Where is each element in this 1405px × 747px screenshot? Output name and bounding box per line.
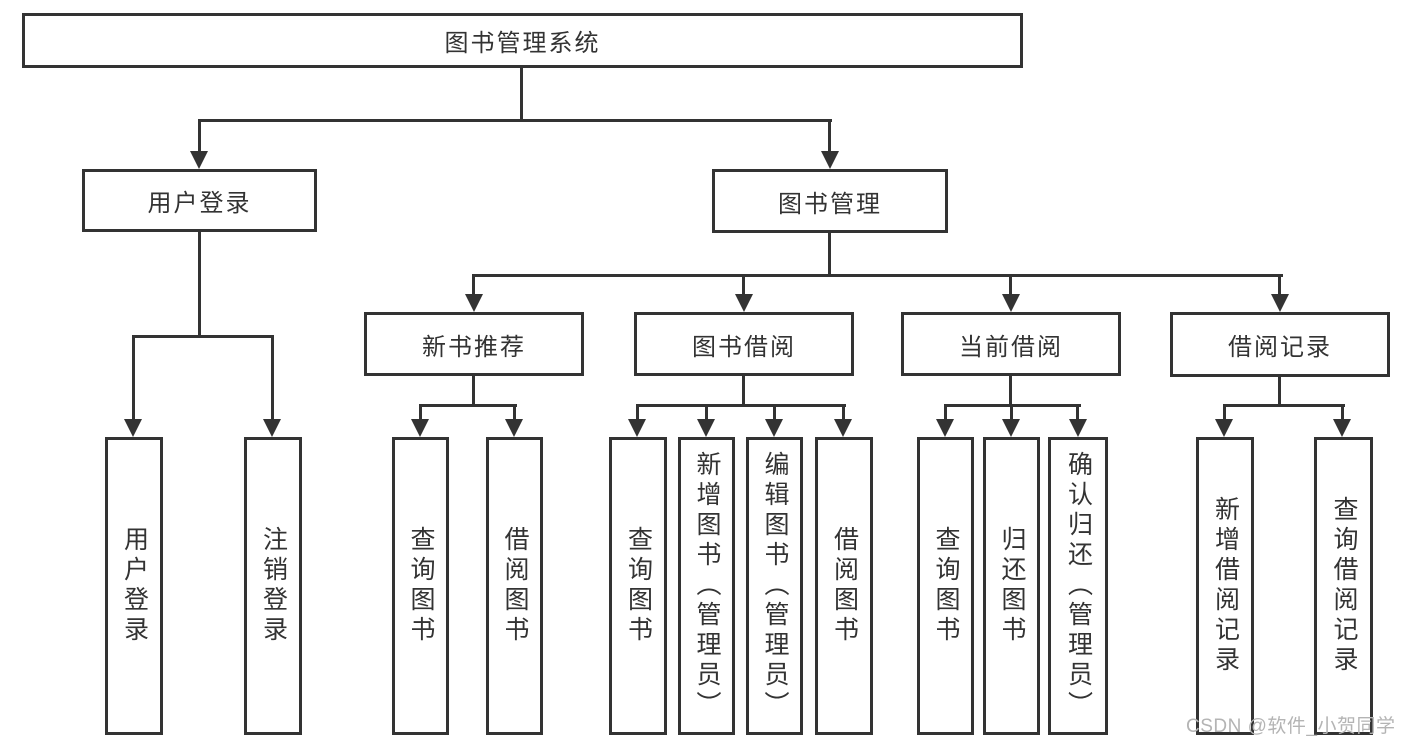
leaf-current-confirm-admin-label: 确认归还（管理员） [1064, 451, 1093, 721]
arrowhead [465, 294, 483, 312]
connector-vline [944, 404, 947, 421]
arrowhead [1333, 419, 1351, 437]
leaf-logout: 注销登录 [244, 437, 302, 735]
arrowhead [936, 419, 954, 437]
node-root: 图书管理系统 [22, 13, 1023, 68]
connector-hline [472, 274, 1283, 277]
connector-vline [842, 404, 845, 421]
connector-vline [742, 376, 745, 407]
leaf-borrow-borrow-label: 借阅图书 [830, 526, 859, 646]
leaf-borrow-borrow: 借阅图书 [815, 437, 873, 735]
connector-hline [198, 119, 832, 122]
connector-vline [1009, 376, 1012, 407]
arrowhead [697, 419, 715, 437]
connector-vline [513, 404, 516, 421]
arrowhead [124, 419, 142, 437]
csdn-watermark: CSDN @软件_小贺同学 [1186, 716, 1396, 737]
arrowhead [834, 419, 852, 437]
arrowhead [263, 419, 281, 437]
node-user-login-label: 用户登录 [147, 190, 252, 217]
connector-vline [1009, 274, 1012, 296]
leaf-current-query: 查询图书 [917, 437, 974, 735]
leaf-borrow-add-admin: 新增图书（管理员） [678, 437, 735, 735]
connector-vline [1278, 376, 1281, 407]
connector-vline [520, 68, 523, 121]
node-book-borrow-label: 图书借阅 [692, 333, 796, 361]
node-new-book-recommend-label: 新书推荐 [422, 333, 526, 361]
leaf-newbook-query-label: 查询图书 [407, 526, 435, 646]
arrowhead [735, 294, 753, 312]
arrowhead [1002, 419, 1020, 437]
connector-hline [1223, 404, 1345, 407]
leaf-borrow-add-admin-label: 新增图书（管理员） [693, 451, 721, 721]
connector-vline [705, 404, 708, 421]
connector-vline [828, 232, 831, 276]
connector-vline [1076, 404, 1079, 421]
arrowhead [821, 151, 839, 169]
connector-vline [132, 335, 135, 421]
connector-vline [271, 335, 274, 421]
leaf-borrow-query-label: 查询图书 [624, 526, 653, 646]
node-root-label: 图书管理系统 [444, 30, 601, 57]
node-borrow-record-label: 借阅记录 [1228, 334, 1332, 361]
connector-vline [472, 274, 475, 296]
node-user-login: 用户登录 [82, 169, 317, 232]
leaf-record-add: 新增借阅记录 [1196, 437, 1254, 735]
connector-vline [636, 404, 639, 421]
leaf-record-query: 查询借阅记录 [1314, 437, 1373, 735]
arrowhead [411, 419, 429, 437]
leaf-user-login: 用户登录 [105, 437, 163, 735]
leaf-user-login-label: 用户登录 [120, 526, 149, 646]
connector-vline [472, 376, 475, 407]
node-new-book-recommend: 新书推荐 [364, 312, 584, 376]
connector-vline [1278, 274, 1281, 296]
arrowhead [505, 419, 523, 437]
connector-hline [419, 404, 517, 407]
arrowhead [1002, 294, 1020, 312]
leaf-record-add-label: 新增借阅记录 [1211, 496, 1240, 676]
arrowhead [1069, 419, 1087, 437]
connector-vline [1223, 404, 1226, 421]
arrowhead [765, 419, 783, 437]
connector-vline [742, 274, 745, 296]
leaf-newbook-borrow-label: 借阅图书 [501, 526, 529, 646]
leaf-record-query-label: 查询借阅记录 [1330, 496, 1358, 676]
node-current-borrow: 当前借阅 [901, 312, 1121, 376]
leaf-newbook-query: 查询图书 [392, 437, 449, 735]
node-book-borrow: 图书借阅 [634, 312, 854, 376]
connector-vline [773, 404, 776, 421]
node-book-management-label: 图书管理 [778, 190, 882, 218]
connector-hline [132, 335, 274, 338]
leaf-borrow-edit-admin-label: 编辑图书（管理员） [761, 451, 789, 721]
leaf-borrow-edit-admin: 编辑图书（管理员） [746, 437, 803, 735]
node-borrow-record: 借阅记录 [1170, 312, 1390, 377]
leaf-newbook-borrow: 借阅图书 [486, 437, 543, 735]
leaf-current-return: 归还图书 [983, 437, 1040, 735]
arrowhead [628, 419, 646, 437]
connector-vline [198, 119, 201, 153]
leaf-current-confirm-admin: 确认归还（管理员） [1048, 437, 1108, 735]
connector-hline [636, 404, 846, 407]
connector-vline [1341, 404, 1344, 421]
connector-vline [1010, 404, 1013, 421]
arrowhead [1215, 419, 1233, 437]
arrowhead [190, 151, 208, 169]
node-current-borrow-label: 当前借阅 [959, 333, 1063, 361]
node-book-management: 图书管理 [712, 169, 948, 233]
arrowhead [1271, 294, 1289, 312]
leaf-current-query-label: 查询图书 [932, 526, 960, 646]
leaf-current-return-label: 归还图书 [998, 526, 1026, 646]
connector-vline [828, 119, 831, 153]
leaf-logout-label: 注销登录 [259, 526, 288, 646]
connector-vline [198, 232, 201, 336]
connector-vline [419, 404, 422, 421]
leaf-borrow-query: 查询图书 [609, 437, 667, 735]
